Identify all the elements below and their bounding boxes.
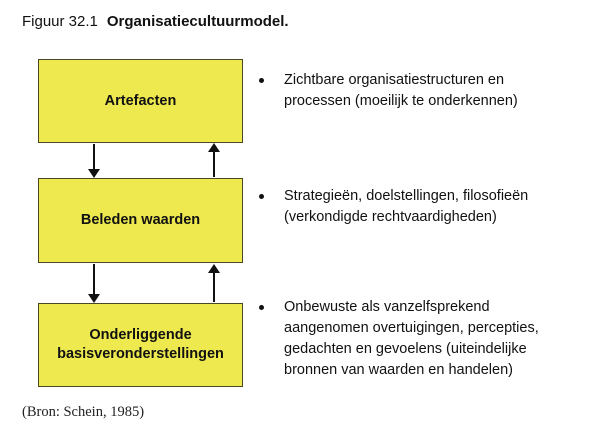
bullet-text-beleden-waarden: Strategieën, doelstellingen, filosofieën… [284,188,529,225]
box-basisveronderstellingen: Onderliggende basisveronderstellingen [38,303,243,387]
figure-name: Organisatiecultuurmodel. [106,13,289,30]
source-citation: (Bron: Schein, 1985) [22,404,145,420]
bullet-dot-icon [259,305,264,310]
box-artefacten-label: Artefacten [104,92,177,109]
figure-number: Figuur 32.1 [22,13,98,30]
box-beleden-waarden: Beleden waarden [38,178,243,263]
arrow-down-gap2-icon [88,264,100,303]
arrow-up-gap2-icon [208,264,220,302]
bullet-item-beleden-waarden: Strategieën, doelstellingen, filosofieën… [259,186,579,228]
arrow-up-gap1-icon [208,143,220,177]
box-artefacten: Artefacten [38,59,243,143]
arrow-down-gap1-icon [88,144,100,178]
box-beleden-waarden-label: Beleden waarden [80,212,201,228]
figure-title: Figuur 32.1 Organisatiecultuurmodel. [22,12,289,32]
bullet-dot-icon [259,194,264,199]
box-basisveronderstellingen-label: Onderliggende basisveronderstellingen [57,327,224,362]
bullet-item-basisveronderstellingen: Onbewuste als vanzelfsprekend aangenomen… [259,297,579,381]
bullet-text-artefacten: Zichtbare organisatiestructuren en proce… [284,72,518,109]
bullet-text-basisveronderstellingen: Onbewuste als vanzelfsprekend aangenomen… [284,299,539,378]
bullet-dot-icon [259,78,264,83]
bullet-item-artefacten: Zichtbare organisatiestructuren en proce… [259,70,579,112]
